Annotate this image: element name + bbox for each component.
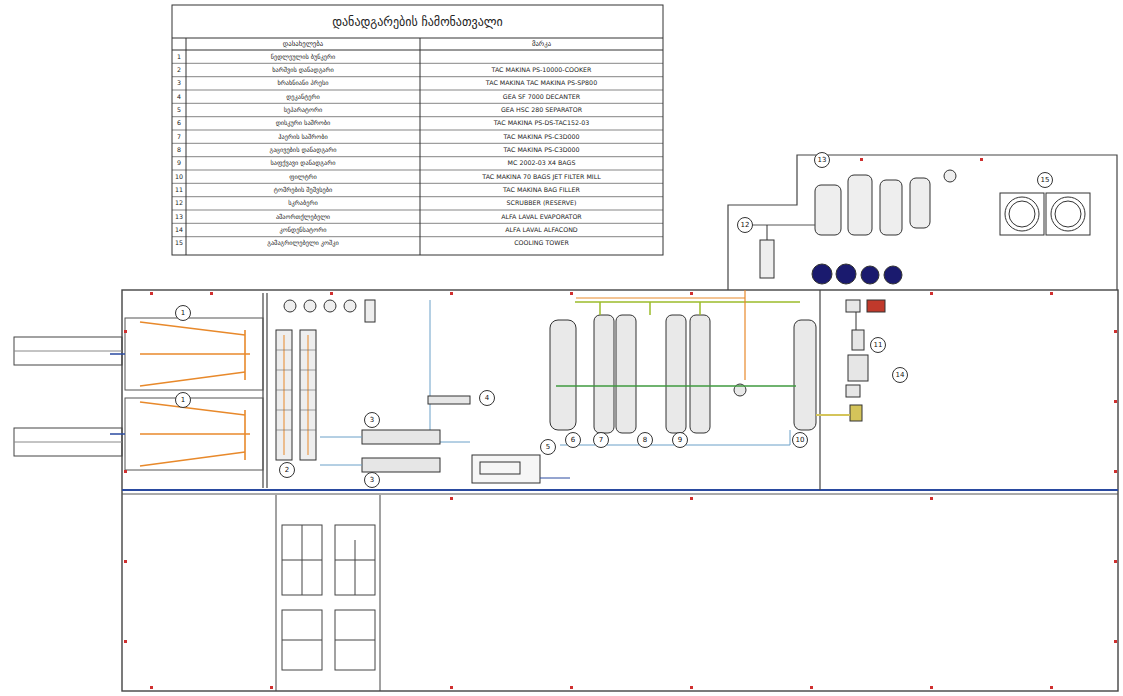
equipment-model: ALFA LAVAL EVAPORATOR xyxy=(420,210,663,223)
table-title: დანადგარების ჩამონათვალი xyxy=(172,5,663,38)
cooling-tower xyxy=(1000,193,1090,235)
equipment-model: SCRUBBER (RESERVE) xyxy=(420,197,663,210)
row-number: 10 xyxy=(172,170,186,183)
equipment-name: საფქვავი დანადგარი xyxy=(186,157,420,170)
office-rooms xyxy=(276,495,380,691)
equipment-name: სკრაბერი xyxy=(186,197,420,210)
row-number: 6 xyxy=(172,117,186,130)
milling-and-bagging xyxy=(816,300,885,421)
row-number: 4 xyxy=(172,90,186,103)
equipment-model: TAC MAKINA TAC MAKINA PS-SP800 xyxy=(420,77,663,90)
row-number: 2 xyxy=(172,63,186,76)
callout-number: 14 xyxy=(892,367,908,383)
callout-number: 3 xyxy=(364,412,380,428)
callout-number: 7 xyxy=(593,432,609,448)
cooker-units xyxy=(276,300,375,460)
callout-number: 8 xyxy=(637,432,653,448)
callout-number: 1 xyxy=(175,392,191,408)
callout-number: 12 xyxy=(737,217,753,233)
row-number: 3 xyxy=(172,77,186,90)
equipment-model: TAC MAKINA BAG FILLER xyxy=(420,183,663,196)
column-markers xyxy=(124,158,1117,689)
equipment-name: ხრახნიანი პრესი xyxy=(186,77,420,90)
equipment-name: ხარშვის დანადგარი xyxy=(186,63,420,76)
callout-number: 1 xyxy=(175,305,191,321)
equipment-model: TAC MAKINA PS-DS-TAC152-03 xyxy=(420,117,663,130)
row-number: 8 xyxy=(172,143,186,156)
equipment-model: TAC MAKINA 70 BAGS JET FILTER MILL xyxy=(420,170,663,183)
callout-number: 13 xyxy=(814,152,830,168)
equipment-name: დეკანტერი xyxy=(186,90,420,103)
column-header: დასახელება xyxy=(186,38,420,50)
equipment-model: MC 2002-03 X4 BAGS xyxy=(420,157,663,170)
callout-number: 10 xyxy=(792,432,808,448)
equipment-model: GEA SF 7000 DECANTER xyxy=(420,90,663,103)
callout-number: 3 xyxy=(364,472,380,488)
equipment-name: ტომრების შემვსები xyxy=(186,183,420,196)
equipment-model: TAC MAKINA PS-10000-COOKER xyxy=(420,63,663,76)
row-number: 7 xyxy=(172,130,186,143)
equipment-name: ჰაერის საშრობი xyxy=(186,130,420,143)
screw-presses xyxy=(320,396,570,483)
row-number: 15 xyxy=(172,237,186,250)
equipment-model: ALFA LAVAL ALFACOND xyxy=(420,223,663,236)
callout-number: 6 xyxy=(565,432,581,448)
equipment-table xyxy=(172,5,663,255)
callout-number: 5 xyxy=(540,439,556,455)
row-number: 1 xyxy=(172,50,186,63)
evaporator-plant xyxy=(740,170,956,284)
equipment-model: TAC MAKINA PS-C3D000 xyxy=(420,143,663,156)
row-number: 12 xyxy=(172,197,186,210)
equipment-model: GEA HSC 280 SEPARATOR xyxy=(420,103,663,116)
equipment-name: ამაორთქლებელი xyxy=(186,210,420,223)
raw-material-hoppers xyxy=(110,318,263,470)
dryers xyxy=(550,290,816,445)
callout-number: 4 xyxy=(479,390,495,406)
equipment-name: დისკური საშრობი xyxy=(186,117,420,130)
equipment-model: TAC MAKINA PS-C3D000 xyxy=(420,130,663,143)
column-header: მარკა xyxy=(420,38,663,50)
row-number: 14 xyxy=(172,223,186,236)
callout-number: 11 xyxy=(870,337,886,353)
callout-number: 2 xyxy=(279,462,295,478)
row-number: 11 xyxy=(172,183,186,196)
equipment-name: სეპარატორი xyxy=(186,103,420,116)
equipment-name: გამაგრილებელი კოშკი xyxy=(186,237,420,250)
equipment-name: გაცივების დანადგარი xyxy=(186,143,420,156)
equipment-name: ფილტრი xyxy=(186,170,420,183)
building-walls xyxy=(14,155,1118,691)
equipment-name: კონდენსატორი xyxy=(186,223,420,236)
row-number: 13 xyxy=(172,210,186,223)
callout-number: 15 xyxy=(1037,172,1053,188)
equipment-name: ნედლეულის ბუნკერი xyxy=(186,50,420,63)
equipment-model: COOLING TOWER xyxy=(420,237,663,250)
callout-number: 9 xyxy=(672,432,688,448)
row-number: 9 xyxy=(172,157,186,170)
row-number: 5 xyxy=(172,103,186,116)
